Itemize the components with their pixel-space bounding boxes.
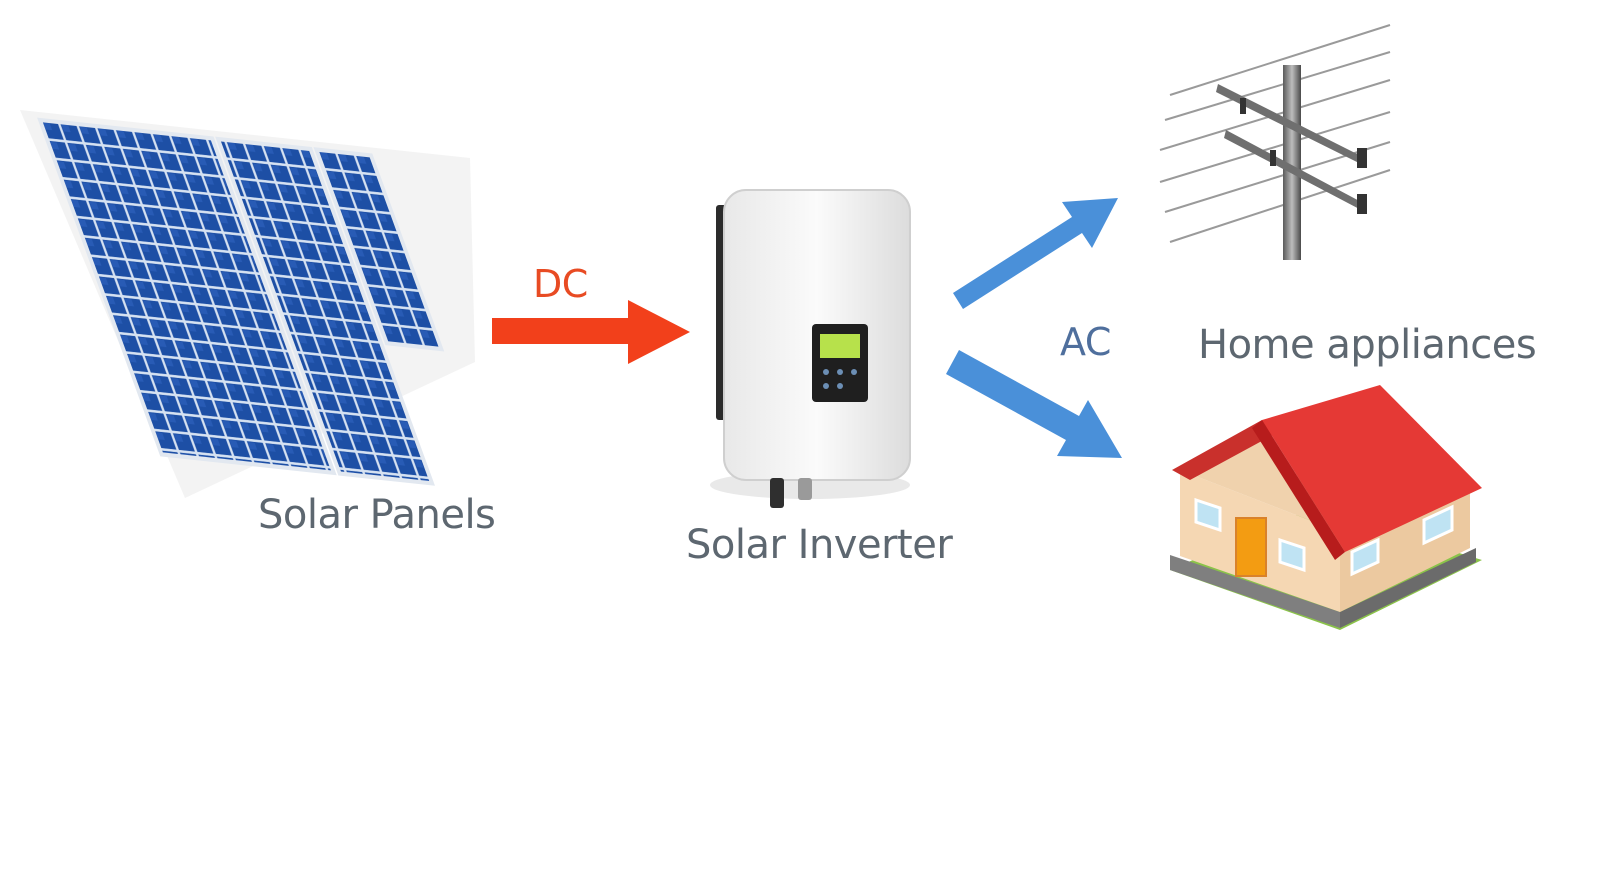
solar-inverter-icon bbox=[710, 189, 911, 508]
dc-arrow bbox=[492, 300, 690, 364]
solar-panels-label: Solar Panels bbox=[258, 492, 496, 538]
house-icon bbox=[1170, 385, 1482, 630]
ac-arrow-to-home bbox=[946, 350, 1122, 458]
solar-panel-icon bbox=[20, 110, 475, 498]
solar-inverter-label: Solar Inverter bbox=[686, 522, 953, 568]
ac-label: AC bbox=[1060, 320, 1111, 364]
home-appliances-label: Home appliances bbox=[1198, 322, 1537, 368]
power-pole-icon bbox=[1159, 24, 1391, 260]
dc-label: DC bbox=[533, 262, 588, 306]
ac-arrow-to-grid bbox=[953, 198, 1118, 309]
